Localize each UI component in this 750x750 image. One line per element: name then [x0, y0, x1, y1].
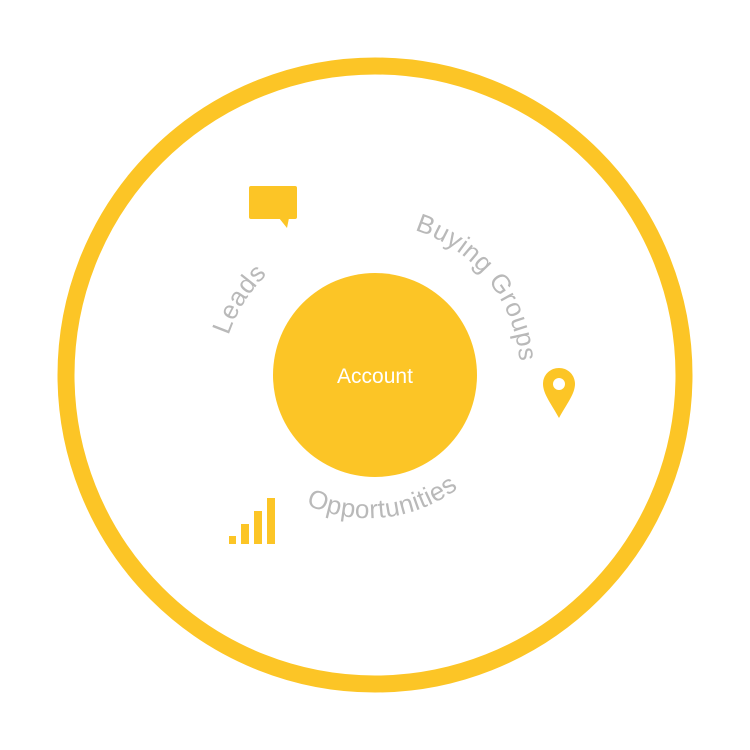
outer-ring: [57, 57, 693, 693]
map-pin-icon: [543, 368, 575, 418]
leads-label-text: Leads: [206, 257, 271, 337]
account-circle: [273, 273, 477, 477]
opportunities-label: Opportunities: [304, 468, 463, 524]
bar-chart-icon: [229, 498, 275, 544]
leads-label: Leads: [206, 257, 272, 337]
account-label: Account: [337, 365, 413, 388]
opportunities-label-text: Opportunities: [304, 468, 462, 524]
chat-bubble-icon: [249, 186, 297, 228]
